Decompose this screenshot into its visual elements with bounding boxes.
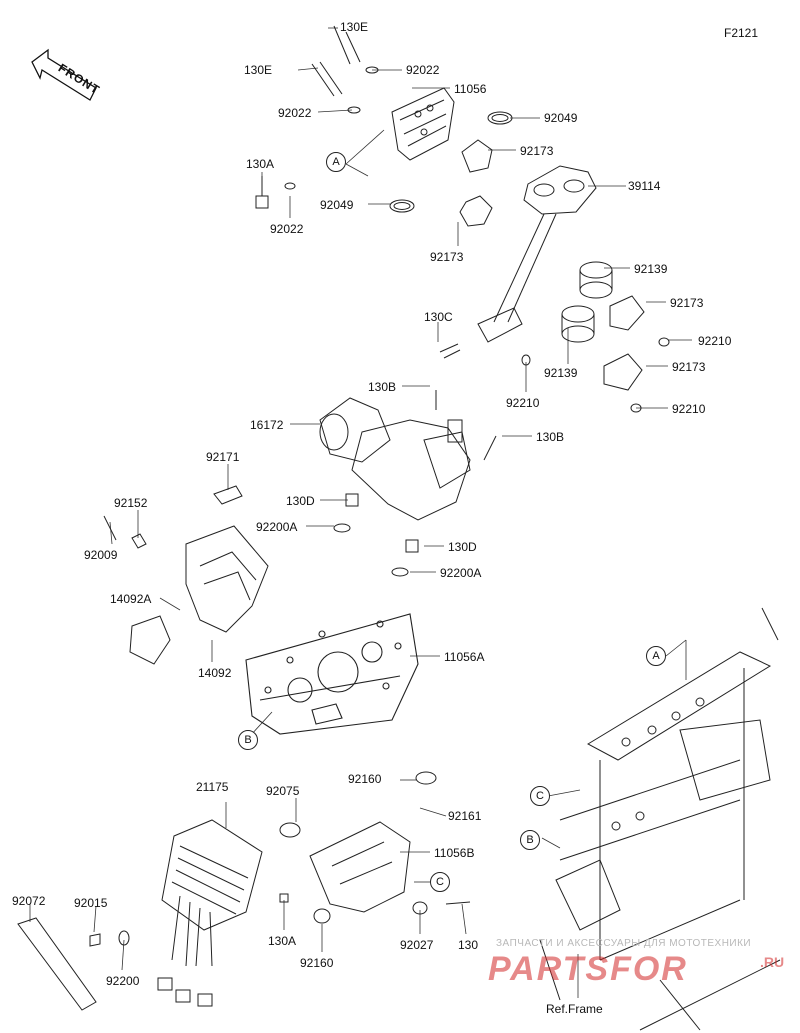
part-label-92160: 92160: [300, 956, 334, 970]
part-label-92022: 92022: [270, 222, 304, 236]
cover: [129, 525, 269, 665]
part-label-11056a: 11056A: [444, 650, 485, 664]
ref-marker-c: C: [430, 872, 450, 892]
regulator: [157, 819, 263, 1007]
part-label-92027: 92027: [400, 938, 434, 952]
watermark-brand: PARTSFOR: [488, 950, 688, 988]
part-label-92173: 92173: [670, 296, 704, 310]
part-label-39114: 39114: [628, 179, 661, 193]
part-label-130a: 130A: [268, 934, 297, 948]
part-label-130a: 130A: [246, 157, 275, 171]
watermark-tld: .RU: [760, 954, 785, 970]
part-label-11056: 11056: [454, 82, 487, 96]
part-label-16172: 16172: [250, 418, 284, 432]
part-label-92049: 92049: [544, 111, 578, 125]
part-label-92015: 92015: [74, 896, 108, 910]
ref-marker-a: A: [646, 646, 666, 666]
part-label-92009: 92009: [84, 548, 118, 562]
frame-reference: [539, 607, 781, 1031]
part-label-92171: 92171: [206, 450, 240, 464]
part-label-92173: 92173: [520, 144, 554, 158]
part-label-92210: 92210: [506, 396, 540, 410]
part-label-92022: 92022: [406, 63, 440, 77]
ref-marker-c: C: [530, 786, 550, 806]
part-label-92075: 92075: [266, 784, 300, 798]
steering-shaft: [439, 165, 613, 359]
part-label-92160: 92160: [348, 772, 382, 786]
ref-marker-b: B: [520, 830, 540, 850]
part-label-14092a: 14092A: [110, 592, 152, 606]
mounting-plate: [245, 613, 419, 735]
part-label-92200a: 92200A: [440, 566, 482, 580]
clamps-and-bushings: [389, 111, 670, 413]
part-label-92173: 92173: [672, 360, 706, 374]
lower-bracket: [279, 771, 471, 924]
watermark-text: ЗАПЧАСТИ И АКСЕССУАРЫ ДЛЯ МОТОТЕХНИКИ: [496, 938, 752, 949]
ref-frame-label: Ref.Frame: [546, 1002, 603, 1016]
part-label-11056b: 11056B: [434, 846, 475, 860]
ref-marker-b: B: [238, 730, 258, 750]
part-label-92152: 92152: [114, 496, 148, 510]
part-label-130d: 130D: [286, 494, 315, 508]
upper-bracket: [255, 25, 455, 209]
part-label-92210: 92210: [672, 402, 706, 416]
part-label-92173: 92173: [430, 250, 464, 264]
part-label-92049: 92049: [320, 198, 354, 212]
part-label-92161: 92161: [448, 809, 482, 823]
leader-lines: [29, 27, 692, 998]
part-label-92072: 92072: [12, 894, 46, 908]
part-label-130e: 130E: [340, 20, 369, 34]
part-label-130d: 130D: [448, 540, 477, 554]
part-label-92139: 92139: [544, 366, 578, 380]
part-label-21175: 21175: [196, 780, 229, 794]
part-label-92200: 92200: [106, 974, 140, 988]
part-label-14092: 14092: [198, 666, 232, 680]
part-label-130: 130: [458, 938, 479, 952]
part-label-130e: 130E: [244, 63, 273, 77]
part-label-130b: 130B: [368, 380, 397, 394]
part-label-92210: 92210: [698, 334, 732, 348]
ref-marker-a: A: [326, 152, 346, 172]
part-label-92200a: 92200A: [256, 520, 298, 534]
strap: [17, 917, 130, 1011]
part-label-92022: 92022: [278, 106, 312, 120]
part-label-92139: 92139: [634, 262, 668, 276]
figure-code: F2121: [724, 26, 759, 40]
eps-unit: [319, 390, 497, 553]
part-label-130b: 130B: [536, 430, 565, 444]
part-label-130c: 130C: [424, 310, 453, 324]
front-arrow-icon: [31, 48, 97, 101]
small-fasteners: [103, 485, 409, 577]
